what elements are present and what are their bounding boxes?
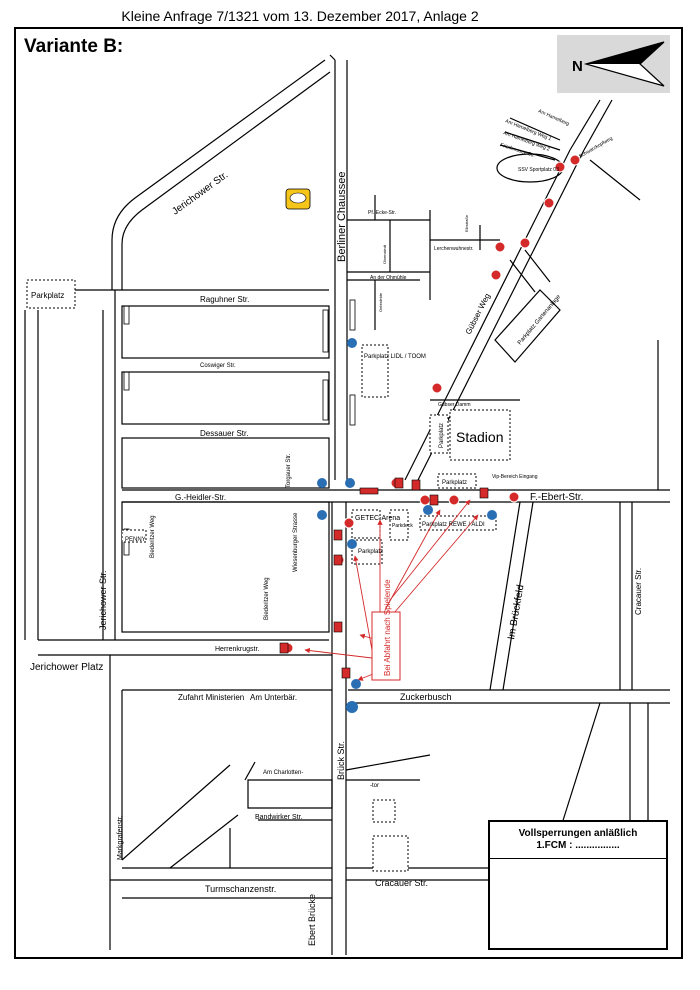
parkplatz-stadion-label: Parkplatz <box>439 423 445 448</box>
lerchenwuhne-label: Lerchenwuhnestr. <box>434 246 473 252</box>
buildings <box>26 279 511 872</box>
no-entry-icon <box>282 154 581 654</box>
parkplatz-lidl-label: Parkplatz LIDL / TOOM <box>364 354 426 360</box>
departure-annotation: Bei Abfahrt nach Spielende <box>371 579 401 681</box>
stadion-label: Stadion <box>456 429 503 445</box>
legend-title-line2: 1.FCM : ................ <box>536 840 620 851</box>
am-charlottentor-label: Am Charlotten- <box>263 770 303 776</box>
elbeweg-label: Elbstraße <box>464 214 469 232</box>
parkplatz-gartenanlage-label: Parkplatz Gartenanlage <box>517 294 563 347</box>
zufahrt-label: Zufahrt Ministerien <box>178 693 244 702</box>
markgrafen-label: Markgrafenstr. <box>117 815 124 860</box>
jerichower-west-label: Jerichower Str. <box>98 570 108 630</box>
parkplatz-small-label: Parkplatz <box>442 480 467 486</box>
barrier-icon <box>279 477 489 679</box>
parkplatz-rewe-label: Parkplatz REWE / ALDI <box>422 522 485 528</box>
closure-legend: Vollsperrungen anläßlich 1.FCM : .......… <box>488 820 668 950</box>
vip-label: Vip-Bereich Eingang <box>492 474 538 480</box>
legend-divider <box>490 858 666 859</box>
pf-ecke-label: Pf.-Ecke-Str. <box>368 210 396 216</box>
svg-text:Bei Abfahrt nach Spielende: Bei Abfahrt nach Spielende <box>383 579 392 676</box>
gubser-damm-label: Gübser Damm <box>438 402 471 408</box>
oebisfelde-label: Oebisfelde <box>378 292 383 312</box>
im-brueckfeld-label: Im Brückfeld <box>506 584 526 641</box>
schwarzkopfweg-label: Schwarzkopfweg <box>578 136 614 160</box>
variant-title: Variante B: <box>24 36 124 57</box>
legend-title-line1: Vollsperrungen anläßlich <box>518 828 638 839</box>
getec-label: GETEC-Arena <box>355 515 400 522</box>
brueck-label: Brück Str. <box>336 741 346 780</box>
map-frame <box>14 27 683 959</box>
torgauer-label: Torgauer Str. <box>286 453 292 488</box>
ebert-str-label: F.-Ebert-Str. <box>530 492 583 503</box>
an-der-ohmuehle-label: An der Ohmühle <box>370 275 407 281</box>
parkplatz-west-label: Parkplatz <box>31 291 64 300</box>
am-unterbaer-label: Am Unterbär. <box>250 693 297 702</box>
turmschanzen-label: Turmschanzenstr. <box>205 884 276 894</box>
ebert-bruecke-label: Ebert Brücke <box>307 894 317 946</box>
am-hamelberg-label: Am Hamelberg <box>537 108 570 127</box>
jerichower-platz-label: Jerichower Platz <box>30 662 103 673</box>
berliner-chaussee-label: Berliner Chaussee <box>336 172 348 263</box>
penny-label: PENNY <box>125 537 146 543</box>
dessauer-label: Dessauer Str. <box>200 429 248 438</box>
tor-label: -tor <box>370 783 379 789</box>
cracauer-south-label: Cracauer Str. <box>375 878 428 888</box>
parkdeck-label: Parkdeck <box>392 523 413 529</box>
coswiger-label: Coswiger Str. <box>200 363 236 369</box>
ssv-sportplatz-label: SSV Sportplatz 03 <box>518 167 559 173</box>
parkplatz-getec-label: Parkplatz <box>358 549 383 555</box>
compass-icon: N <box>557 35 670 93</box>
herrenkrug-label: Herrenkrugstr. <box>215 646 259 653</box>
oberdorfer-label: Olvenstedt <box>382 244 387 264</box>
jerichower-str-north-label: Jerichower Str. <box>170 170 230 218</box>
legend-title: Vollsperrungen anläßlich 1.FCM : .......… <box>490 828 666 852</box>
parking-icon <box>317 338 497 713</box>
raguhner-label: Raguhner Str. <box>200 295 249 304</box>
bandwirker-label: Bandwirker Str. <box>255 814 303 821</box>
document-caption: Kleine Anfrage 7/1321 vom 13. Dezember 2… <box>121 8 479 24</box>
heidler-label: G.-Heidler-Str. <box>175 493 226 502</box>
biederitzer-2-label: Biederitzer Weg <box>264 577 270 620</box>
speech-bubble-icon <box>285 188 311 210</box>
biederitzer-1-label: Biederitzer Weg <box>150 515 156 558</box>
wiesenburger-label: Wiesenburger Strasse <box>293 512 299 572</box>
compass-letter: N <box>572 58 583 75</box>
zuckerbusch-label: Zuckerbusch <box>400 692 452 702</box>
cracauer-east-label: Cracauer Str. <box>634 568 643 615</box>
